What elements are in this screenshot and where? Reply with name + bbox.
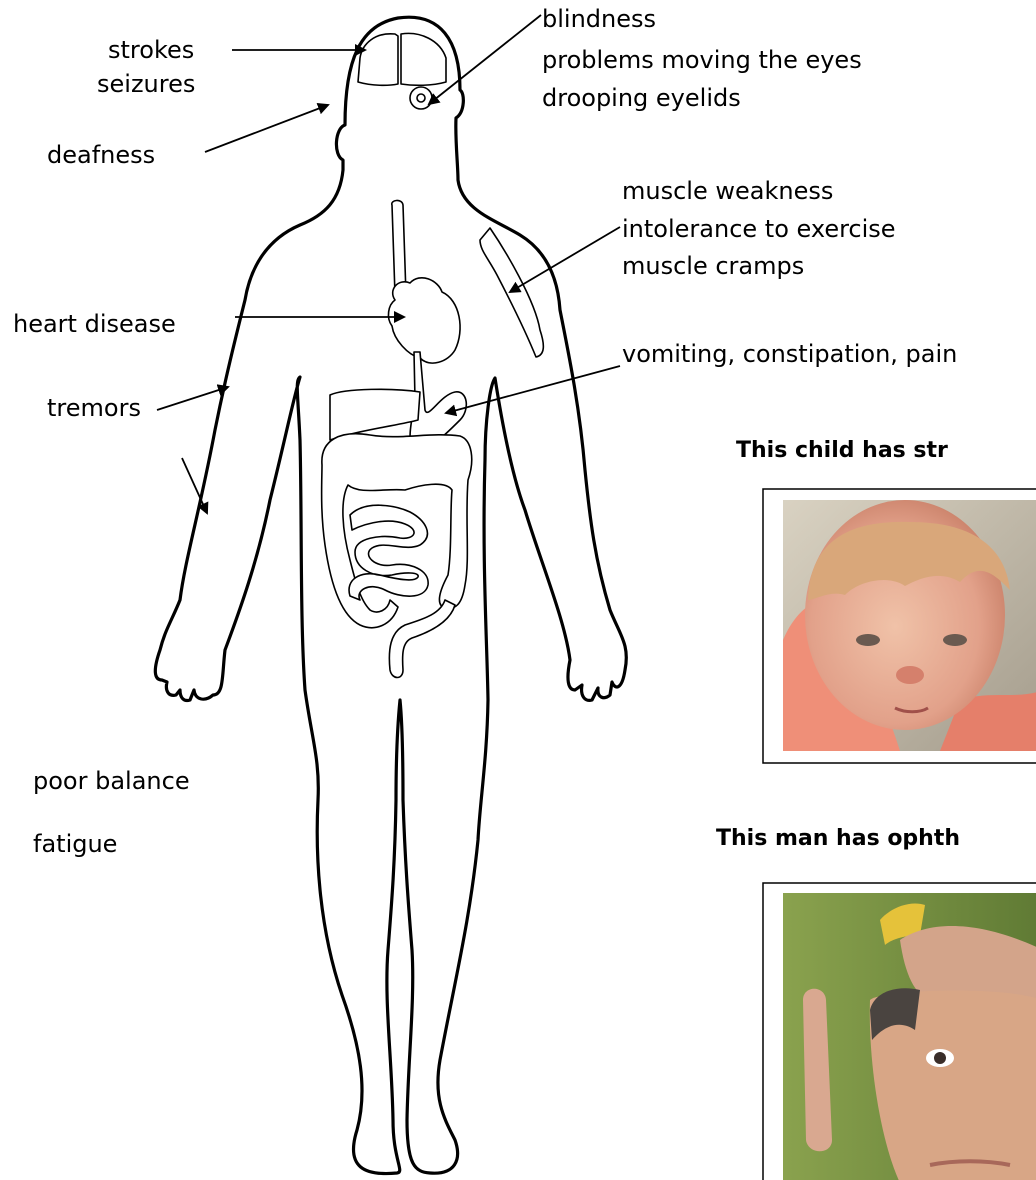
label-deafness: deafness: [47, 141, 155, 169]
label-cramps: muscle cramps: [622, 252, 804, 280]
label-gut: vomiting, constipation, pain: [622, 340, 957, 368]
label-seizures: seizures: [97, 70, 195, 98]
man-photo: [763, 883, 1036, 1180]
caption-child: This child has str: [736, 438, 948, 463]
label-exercise: intolerance to exercise: [622, 215, 896, 243]
label-blindness: blindness: [542, 5, 656, 33]
eye-inner: [417, 94, 425, 102]
label-strokes: strokes: [108, 36, 194, 64]
child-photo: [763, 489, 1036, 763]
caption-man: This man has ophth: [716, 826, 960, 851]
label-eyelids: drooping eyelids: [542, 84, 741, 112]
body-outline: [155, 17, 626, 1173]
label-heart: heart disease: [13, 310, 176, 338]
label-fatigue: fatigue: [33, 830, 117, 858]
label-balance: poor balance: [33, 767, 190, 795]
arrow-tremors-upper: [157, 387, 228, 410]
label-muscle-weakness: muscle weakness: [622, 177, 833, 205]
label-tremors: tremors: [47, 394, 141, 422]
arrow-deafness: [205, 105, 328, 152]
label-eye-movement: problems moving the eyes: [542, 46, 862, 74]
